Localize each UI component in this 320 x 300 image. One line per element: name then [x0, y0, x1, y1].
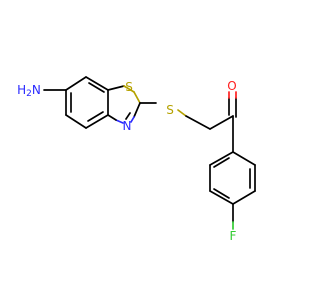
thioether-linker: [139, 102, 234, 130]
carbonyl-oxygen-label: O: [227, 79, 236, 93]
amine-label: H2N: [17, 83, 41, 99]
thioether-sulfur-label: S: [166, 103, 174, 117]
molecule-structure-drawing: H2N S S N O F: [17, 76, 256, 243]
thiazole-sulfur-label: S: [125, 80, 133, 94]
carbonyl-double-bond: [228, 91, 237, 118]
fluorine-label: F: [230, 229, 237, 243]
thiazole-nitrogen-label: N: [123, 119, 132, 133]
fluorophenyl-ring: [209, 151, 256, 205]
thiazole-ring: [107, 85, 141, 124]
benzothiazole-benzene-ring: [65, 76, 109, 129]
